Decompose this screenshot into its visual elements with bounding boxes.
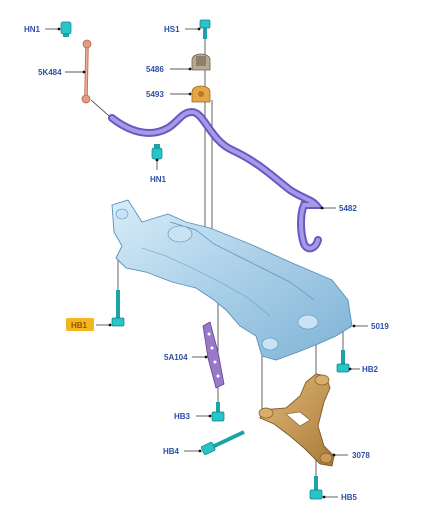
label-hn1-top[interactable]: HN1 <box>24 25 41 34</box>
label-hb2[interactable]: HB2 <box>362 365 379 374</box>
screw-hs1[interactable] <box>199 19 211 39</box>
nut-hn1-bottom[interactable] <box>151 144 163 160</box>
bolt-hb5[interactable] <box>309 476 323 500</box>
bolt-hb2[interactable] <box>336 350 350 373</box>
label-hb5[interactable]: HB5 <box>341 493 358 502</box>
stabilizer-bar[interactable] <box>108 107 325 253</box>
label-hs1[interactable]: HS1 <box>164 25 180 34</box>
nut-hn1-top[interactable] <box>60 21 72 37</box>
label-5486[interactable]: 5486 <box>146 65 164 74</box>
bushing-clamp-5486[interactable] <box>191 53 211 71</box>
bracket-5a104[interactable] <box>202 321 225 389</box>
label-hb3[interactable]: HB3 <box>174 412 191 421</box>
label-hb1[interactable]: HB1 <box>71 321 88 330</box>
bolt-hb4[interactable] <box>201 430 245 455</box>
label-5493[interactable]: 5493 <box>146 90 164 99</box>
label-5k484[interactable]: 5K484 <box>38 68 62 77</box>
label-hb4[interactable]: HB4 <box>163 447 180 456</box>
label-5482[interactable]: 5482 <box>339 204 357 213</box>
label-hn1-bottom[interactable]: HN1 <box>150 175 167 184</box>
front-subframe[interactable] <box>111 199 353 361</box>
stabilizer-link[interactable] <box>81 39 92 104</box>
bolt-hb1[interactable] <box>111 290 125 327</box>
lower-control-arm[interactable] <box>258 373 335 467</box>
bushing-5493[interactable] <box>191 85 211 103</box>
label-3078[interactable]: 3078 <box>352 451 370 460</box>
label-5a104[interactable]: 5A104 <box>164 353 188 362</box>
leader-lines <box>45 27 368 499</box>
callout-labels: HN1 5K484 HN1 HS1 5486 5493 5482 HB1 501… <box>24 25 389 502</box>
highlight-badge <box>66 318 94 331</box>
bolt-hb3[interactable] <box>211 402 225 422</box>
label-5019[interactable]: 5019 <box>371 322 389 331</box>
